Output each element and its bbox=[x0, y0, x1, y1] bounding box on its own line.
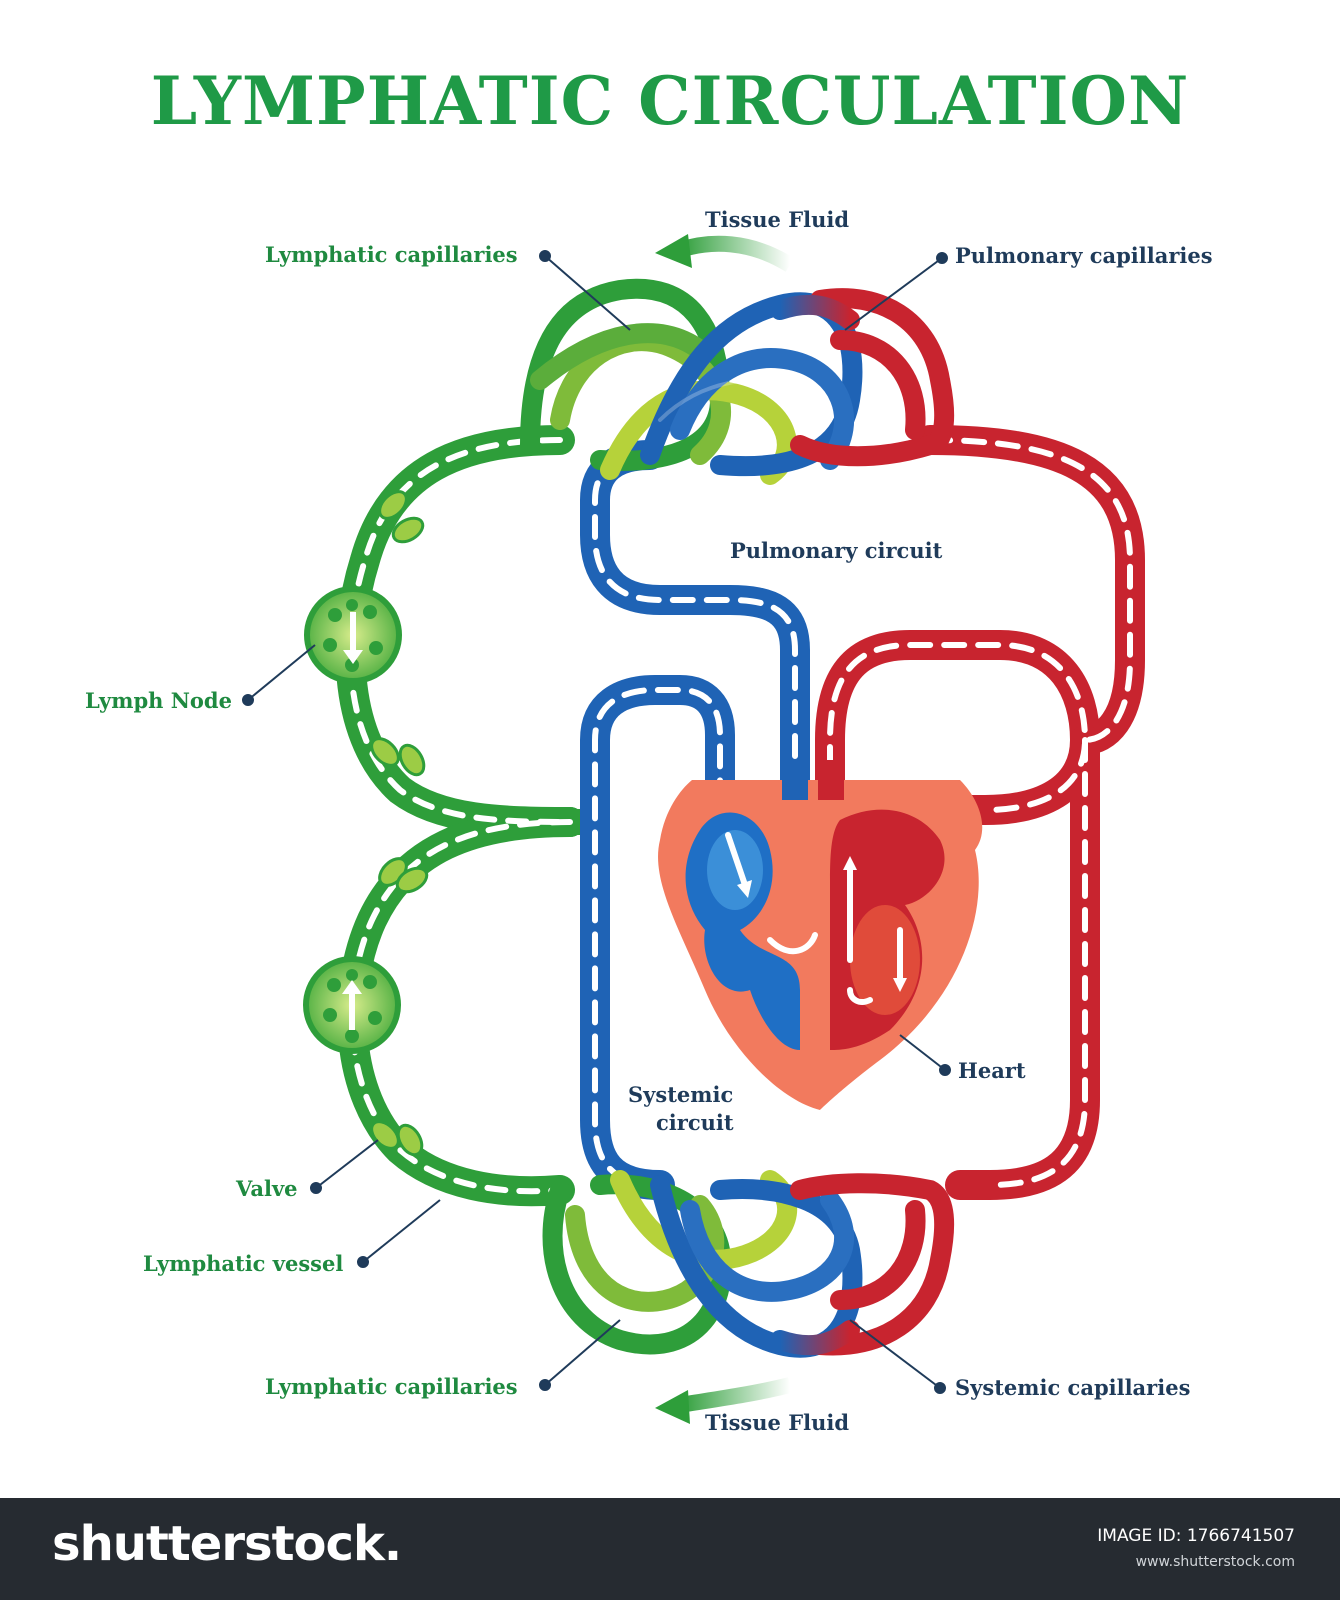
pulmonary-artery bbox=[580, 440, 810, 805]
tissue-fluid-arrow-bottom bbox=[655, 1377, 792, 1424]
label-valve: Valve bbox=[236, 1176, 298, 1201]
label-systemic-circuit-line1: Systemic bbox=[628, 1082, 734, 1107]
tissue-fluid-arrow-top bbox=[655, 234, 795, 272]
label-pulmonary-circuit: Pulmonary circuit bbox=[730, 538, 943, 563]
image-id: IMAGE ID: 1766741507 bbox=[1097, 1526, 1295, 1546]
label-lymphatic-capillaries-top: Lymphatic capillaries bbox=[265, 242, 518, 267]
leader-lines bbox=[242, 250, 951, 1394]
label-tissue-fluid-top: Tissue Fluid bbox=[705, 207, 850, 232]
label-lymphatic-capillaries-bottom: Lymphatic capillaries bbox=[265, 1374, 518, 1399]
stock-site-url: www.shutterstock.com bbox=[1135, 1554, 1295, 1570]
stock-footer-bar: shutterstock. IMAGE ID: 1766741507 www.s… bbox=[0, 1498, 1340, 1600]
heart-illustration bbox=[658, 760, 983, 1110]
lymphatic-vessels bbox=[335, 425, 598, 1207]
systemic-capillary-network bbox=[542, 1165, 970, 1358]
label-heart: Heart bbox=[958, 1058, 1026, 1083]
lymph-node-upper bbox=[304, 586, 402, 684]
circulation-diagram bbox=[242, 234, 1145, 1424]
lymph-valves bbox=[370, 490, 429, 1157]
pulmonary-capillary-network bbox=[520, 278, 955, 485]
label-tissue-fluid-bottom: Tissue Fluid bbox=[705, 1410, 850, 1435]
label-pulmonary-capillaries: Pulmonary capillaries bbox=[955, 243, 1213, 268]
label-lymph-node: Lymph Node bbox=[85, 688, 232, 713]
stock-brand-logo: shutterstock. bbox=[52, 1516, 402, 1572]
label-systemic-capillaries: Systemic capillaries bbox=[955, 1375, 1191, 1400]
lymph-node-lower bbox=[303, 956, 401, 1054]
label-lymphatic-vessel: Lymphatic vessel bbox=[143, 1251, 344, 1276]
page-title: LYMPHATIC CIRCULATION bbox=[150, 62, 1190, 140]
label-systemic-circuit-line2: circuit bbox=[656, 1110, 734, 1135]
